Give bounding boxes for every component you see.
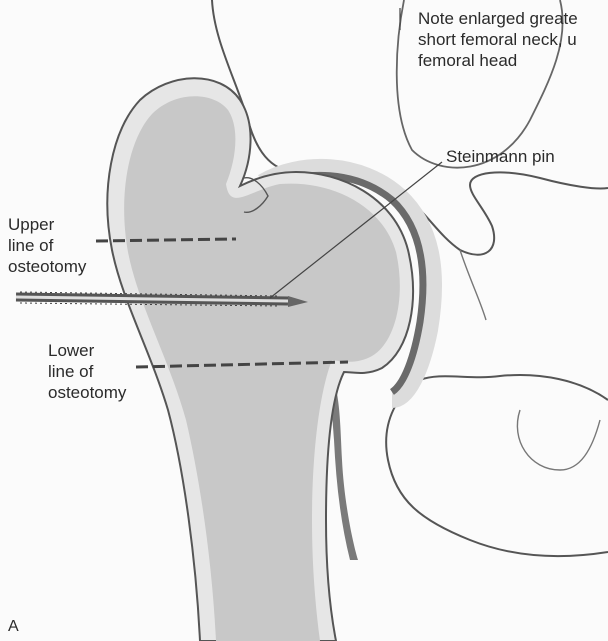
note-line: short femoral neck, u [418, 29, 578, 50]
note-line: Note enlarged greate [418, 8, 578, 29]
lower-osteotomy-label: Lower line of osteotomy [48, 340, 126, 403]
steinmann-pin-label: Steinmann pin [446, 146, 555, 167]
ilium-lower-edge [460, 250, 486, 320]
ischium-inner [517, 410, 600, 470]
lower-label-line: line of [48, 361, 126, 382]
upper-label-line: osteotomy [8, 256, 86, 277]
panel-letter: A [8, 616, 19, 637]
upper-label-line: Upper [8, 214, 86, 235]
upper-label-line: line of [8, 235, 86, 256]
note-label: Note enlarged greate short femoral neck,… [418, 8, 578, 71]
upper-osteotomy-label: Upper line of osteotomy [8, 214, 86, 277]
lower-label-line: Lower [48, 340, 126, 361]
lower-label-line: osteotomy [48, 382, 126, 403]
note-line: femoral head [418, 50, 578, 71]
